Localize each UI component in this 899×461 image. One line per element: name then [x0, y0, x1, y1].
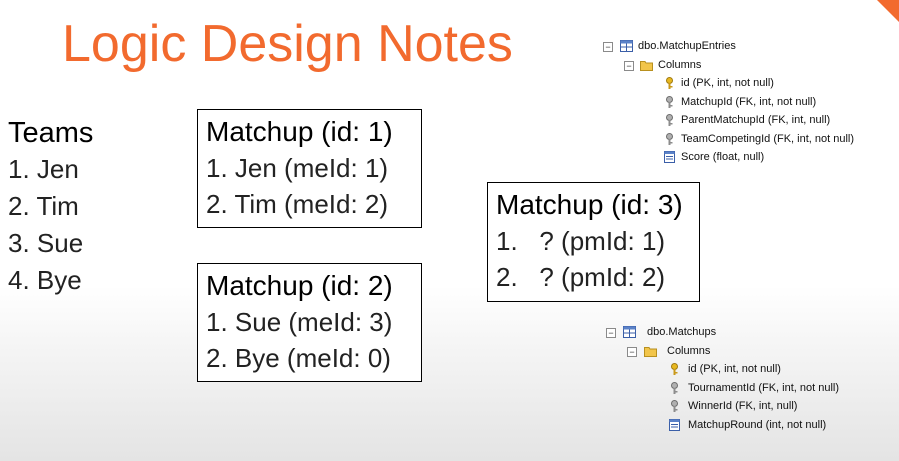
- collapse-toggle-icon[interactable]: −: [606, 328, 616, 338]
- tree-column-node[interactable]: ParentMatchupId (FK, int, null): [603, 111, 893, 130]
- team-item: 1. Jen: [8, 154, 79, 184]
- team-item: 4. Bye: [8, 265, 82, 295]
- column-name: MatchupId (FK, int, not null): [681, 95, 817, 108]
- schema-tree-matchups: − dbo.Matchups − Columns id (PK, int, no…: [606, 323, 893, 434]
- foreign-key-icon: [666, 114, 673, 126]
- matchup-entry: 1. Jen (meId: 1): [206, 153, 389, 183]
- matchup-box-2: Matchup (id: 2) 1. Sue (meId: 3) 2. Bye …: [197, 263, 422, 382]
- column-name: MatchupRound (int, not null): [688, 418, 827, 431]
- table-name: dbo.Matchups: [647, 326, 717, 338]
- column-name: WinnerId (FK, int, null): [688, 400, 798, 412]
- column-name: id (PK, int, not null): [681, 77, 774, 89]
- primary-key-icon: [666, 77, 673, 89]
- matchup-box-3: Matchup (id: 3) 1. ? (pmId: 1) 2. ? (pmI…: [487, 182, 700, 302]
- foreign-key-icon: [671, 381, 678, 394]
- collapse-toggle-icon[interactable]: −: [603, 42, 613, 52]
- folder-icon: [644, 346, 657, 357]
- tree-column-node[interactable]: id (PK, int, not null): [606, 360, 893, 379]
- tree-folder-node[interactable]: − Columns: [606, 342, 893, 361]
- folder-name: Columns: [667, 344, 711, 357]
- folder-name: Columns: [658, 58, 702, 71]
- tree-table-node[interactable]: − dbo.MatchupEntries: [603, 37, 893, 56]
- collapse-toggle-icon[interactable]: −: [624, 60, 634, 71]
- teams-list: Teams 1. Jen 2. Tim 3. Sue 4. Bye: [8, 115, 93, 299]
- matchup-box-1: Matchup (id: 1) 1. Jen (meId: 1) 2. Tim …: [197, 109, 422, 228]
- tree-column-node[interactable]: WinnerId (FK, int, null): [606, 397, 893, 416]
- tree-column-node[interactable]: Score (float, null): [603, 148, 893, 167]
- column-name: Score (float, null): [681, 151, 765, 163]
- matchup-entry: 2. ? (pmId: 2): [496, 262, 666, 292]
- tree-column-node[interactable]: id (PK, int, not null): [603, 74, 893, 93]
- matchup-entry: 1. ? (pmId: 1): [496, 226, 666, 256]
- column-name: TeamCompetingId (FK, int, not null): [681, 132, 855, 145]
- matchup-heading: Matchup (id: 3): [496, 189, 683, 220]
- matchup-entry: 2. Tim (meId: 2): [206, 189, 389, 219]
- tree-column-node[interactable]: TournamentId (FK, int, not null): [606, 379, 893, 398]
- tree-folder-node[interactable]: − Columns: [603, 56, 893, 75]
- corner-accent: [877, 0, 899, 22]
- column-name: ParentMatchupId (FK, int, null): [681, 114, 831, 126]
- column-icon: [664, 151, 675, 163]
- team-item: 2. Tim: [8, 191, 79, 221]
- teams-heading: Teams: [8, 117, 94, 149]
- primary-key-icon: [671, 363, 678, 375]
- table-icon: [620, 40, 633, 52]
- column-icon: [669, 418, 680, 431]
- slide-title: Logic Design Notes: [62, 15, 513, 73]
- schema-tree-matchup-entries: − dbo.MatchupEntries − Columns id (PK, i…: [603, 37, 893, 167]
- folder-icon: [640, 60, 653, 71]
- tree-column-node[interactable]: MatchupRound (int, not null): [606, 416, 893, 435]
- team-item: 3. Sue: [8, 228, 84, 258]
- column-name: TournamentId (FK, int, not null): [688, 381, 840, 394]
- table-name: dbo.MatchupEntries: [638, 40, 736, 52]
- tree-table-node[interactable]: − dbo.Matchups: [606, 323, 893, 342]
- tree-column-node[interactable]: MatchupId (FK, int, not null): [603, 93, 893, 112]
- table-icon: [623, 326, 636, 338]
- tree-column-node[interactable]: TeamCompetingId (FK, int, not null): [603, 130, 893, 149]
- matchup-entry: 1. Sue (meId: 3): [206, 307, 393, 337]
- foreign-key-icon: [671, 400, 678, 412]
- foreign-key-icon: [666, 95, 673, 108]
- foreign-key-icon: [666, 132, 673, 145]
- column-name: id (PK, int, not null): [688, 363, 781, 375]
- matchup-heading: Matchup (id: 1): [206, 116, 393, 147]
- collapse-toggle-icon[interactable]: −: [627, 346, 637, 357]
- matchup-heading: Matchup (id: 2): [206, 270, 393, 301]
- matchup-entry: 2. Bye (meId: 0): [206, 343, 391, 373]
